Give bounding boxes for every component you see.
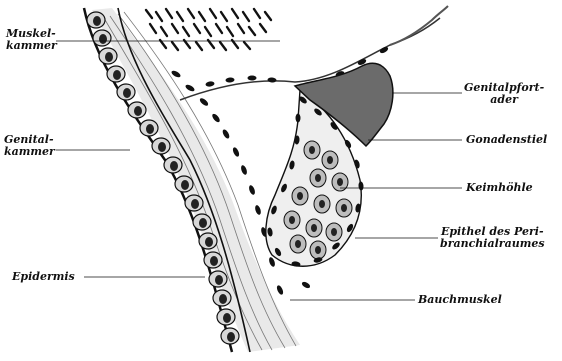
label-genitalpfortader: Genitalpfort- ader	[464, 82, 544, 106]
label-epithel-line2: branchialraumes	[440, 238, 545, 250]
label-genitalkammer-line2: kammer	[4, 146, 55, 158]
label-gonadenstiel: Gonadenstiel	[466, 134, 547, 146]
label-epidermis: Epidermis	[12, 271, 75, 283]
muscle-fibers	[146, 9, 271, 50]
label-epithel-peribranchialraum: Epithel des Peri- branchialraumes	[440, 226, 545, 250]
label-muskelkammer-line2: kammer	[6, 40, 57, 52]
label-genitalkammer: Genital- kammer	[4, 134, 55, 158]
label-muskelkammer: Muskel- kammer	[6, 28, 57, 52]
label-genitalpfortader-line2: ader	[464, 94, 544, 106]
connective-tissue-band	[92, 8, 300, 352]
upper-thin-tissue	[390, 6, 448, 45]
label-keimhoehle: Keimhöhle	[466, 182, 533, 194]
label-bauchmuskel: Bauchmuskel	[418, 294, 502, 306]
